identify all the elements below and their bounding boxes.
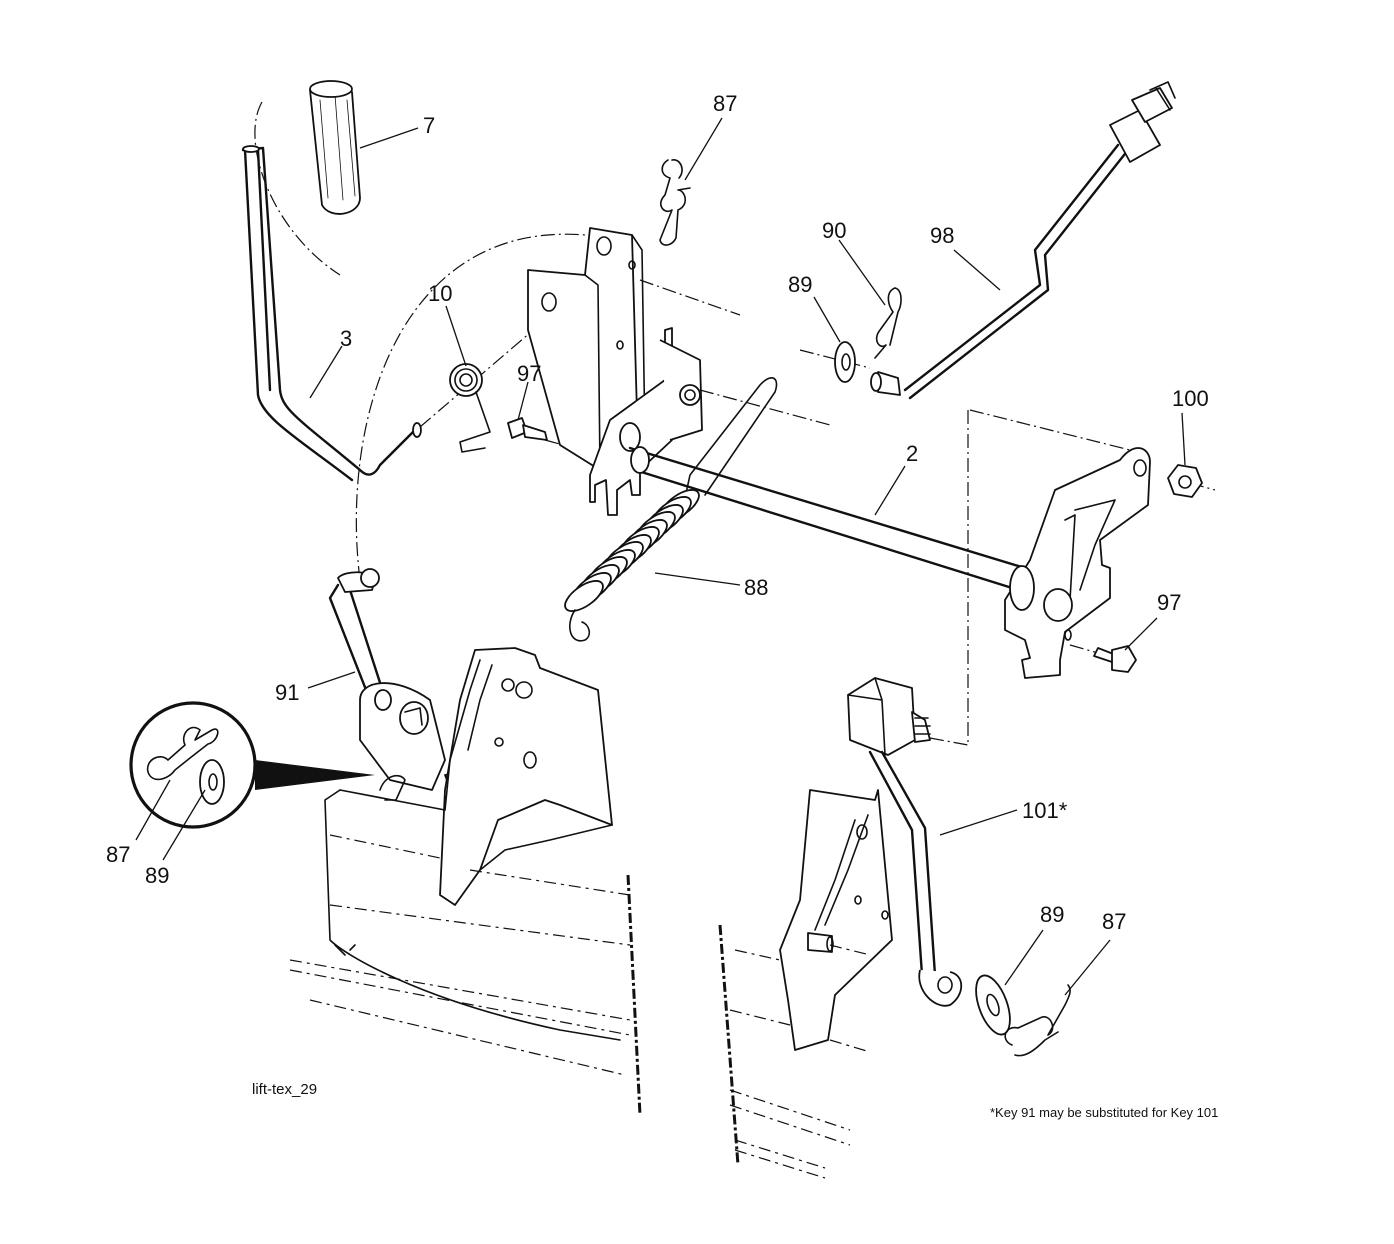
label-3: 3 [340, 326, 352, 351]
washer-part-89-bottom [975, 974, 1011, 1036]
label-87-top: 87 [713, 91, 737, 116]
torsion-spring-part-10 [449, 363, 491, 453]
bolt-part-97-right [1093, 645, 1137, 673]
label-2: 2 [906, 441, 918, 466]
washer-part-89-top [834, 341, 856, 383]
label-98: 98 [930, 223, 954, 248]
label-100: 100 [1172, 386, 1209, 411]
hairpin-clip-part-87-top [659, 159, 691, 246]
label-89-bottom: 89 [1040, 902, 1064, 927]
label-97-right: 97 [1157, 590, 1181, 615]
label-87-inset: 87 [106, 842, 130, 867]
nut-part-100 [1167, 464, 1203, 498]
label-91: 91 [275, 680, 299, 705]
label-90: 90 [822, 218, 846, 243]
part-labels: 7 87 3 10 97 90 98 89 100 2 88 97 91 87 … [106, 91, 1209, 934]
bolt-part-97-left [507, 417, 548, 441]
label-88: 88 [744, 575, 768, 600]
lift-link-part-101 [847, 677, 963, 1007]
cotter-pin-part-90 [874, 287, 902, 359]
lift-lever-part-3 [241, 145, 422, 482]
leader-lines [135, 117, 1186, 996]
adjustment-rod-part-98 [870, 81, 1176, 400]
label-10: 10 [428, 281, 452, 306]
figure-id: lift-tex_29 [252, 1081, 317, 1098]
left-deck-bracket [439, 647, 613, 906]
deck-left [289, 789, 642, 1116]
label-101: 101* [1022, 798, 1068, 823]
footnote: *Key 91 may be substituted for Key 101 [990, 1105, 1218, 1120]
label-7: 7 [423, 113, 435, 138]
extension-spring-part-88 [564, 377, 778, 642]
hairpin-clip-part-87-bottom [1004, 984, 1071, 1057]
cross-shaft-part-2 [628, 446, 1027, 594]
label-89-top: 89 [788, 272, 812, 297]
label-97-left: 97 [517, 361, 541, 386]
handle-grip-part-7 [309, 80, 361, 215]
right-deck-bracket [779, 789, 893, 1051]
center-bracket [527, 227, 703, 516]
alignment-lines [254, 101, 1216, 746]
detail-inset [129, 701, 375, 829]
deck-right [718, 924, 871, 1179]
right-lift-arm [1004, 447, 1151, 679]
label-89-inset: 89 [145, 863, 169, 888]
label-87-bottom: 87 [1102, 909, 1126, 934]
